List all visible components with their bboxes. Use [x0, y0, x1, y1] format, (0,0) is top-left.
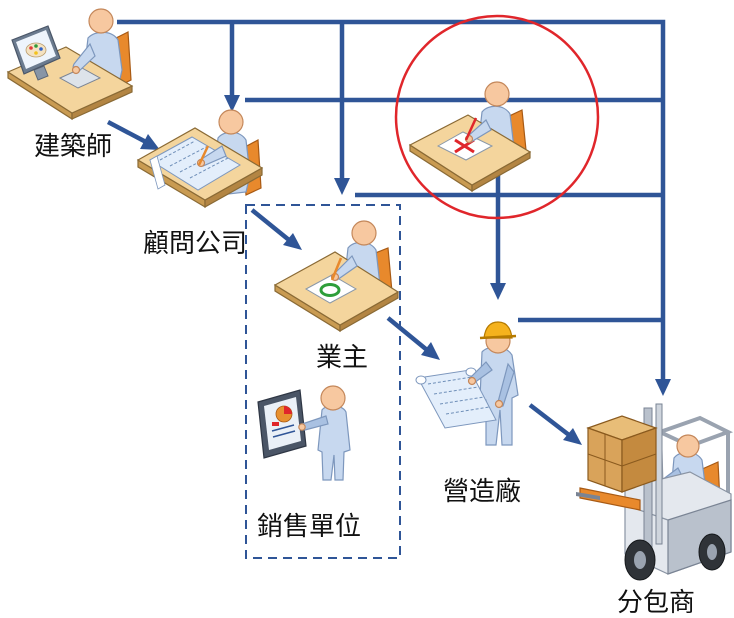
consultant-label: 顧問公司: [143, 229, 247, 259]
connector-top-bus: [117, 19, 666, 381]
connector-contractor-subcontractor: [528, 403, 571, 437]
document-icon: [304, 274, 358, 304]
person-marking-document-with-red-x-icon: [408, 81, 532, 193]
arrowhead-architect-consultant: [140, 134, 160, 150]
owner-sales-group-box: [245, 204, 401, 559]
arrowhead-contractor-subcontractor: [563, 428, 582, 445]
green-circle-mark-icon: [319, 283, 341, 297]
architect-at-computer-icon: [6, 8, 134, 121]
construction-worker-with-blueprint-icon: [415, 321, 519, 446]
arrowhead-to-subcontractor: [655, 379, 671, 396]
pencil-icon: [197, 145, 210, 166]
red-pen-icon: [464, 117, 478, 141]
owner-label: 業主: [316, 343, 368, 373]
arrowhead-to-consultant: [224, 95, 240, 112]
forklift-operator-icon: [576, 403, 734, 581]
arrowhead-consultant-owner: [283, 233, 302, 250]
subcontractor-label: 分包商: [617, 588, 695, 618]
connectors: [106, 19, 671, 445]
consultant-at-drafting-desk-icon: [136, 109, 264, 209]
owner-approving-document-icon: [273, 220, 400, 333]
arrowhead-owner-contractor: [421, 342, 440, 360]
connector-consultant-owner: [250, 208, 291, 242]
architect-label: 建築師: [34, 132, 112, 162]
highlight-circle: [394, 14, 600, 220]
connector-owner-contractor: [386, 316, 429, 352]
blueprint-icon: [149, 136, 241, 191]
arrowhead-to-group: [334, 178, 350, 195]
arrowhead-to-contractor: [490, 283, 506, 300]
sales-label: 銷售單位: [257, 512, 361, 542]
connector-architect-consultant: [106, 120, 148, 144]
blueprint-icon: [417, 369, 497, 429]
presenter-with-chart-icon: [257, 385, 351, 481]
pen-icon: [330, 257, 343, 281]
hard-hat-icon: [483, 321, 513, 339]
contractor-label: 營造廠: [443, 477, 521, 507]
